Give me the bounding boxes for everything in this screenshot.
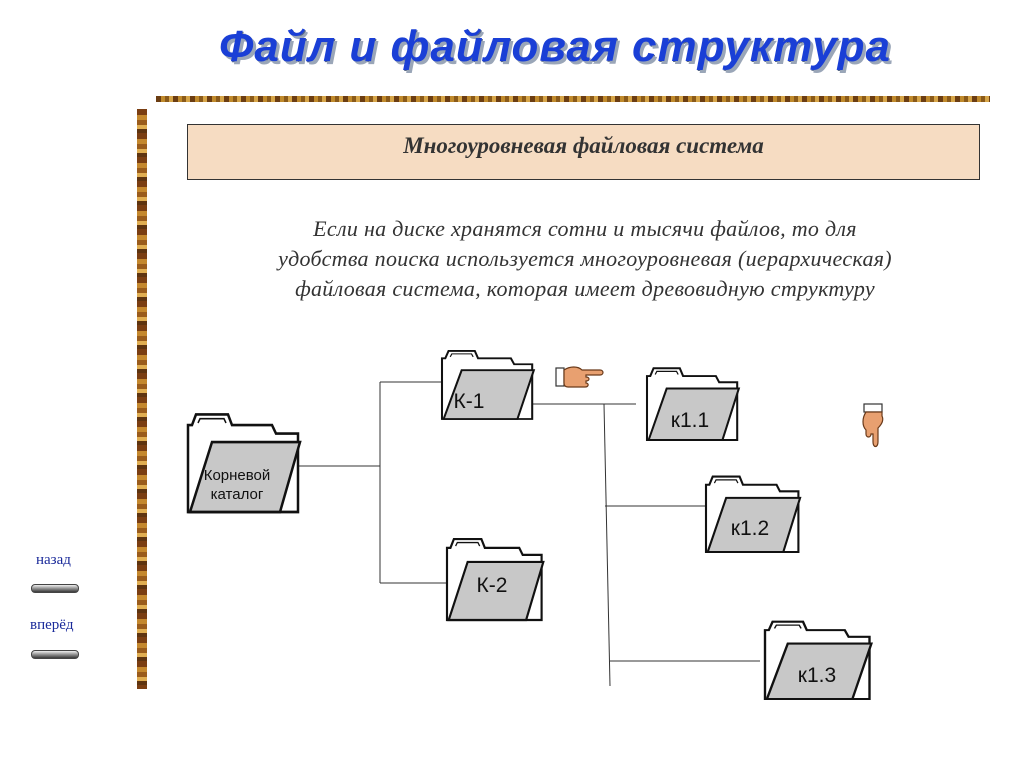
- decorative-horizontal-border: [156, 96, 990, 102]
- folder-root-label-line2: каталог: [211, 486, 264, 503]
- folder-k1-3[interactable]: к1.3: [763, 620, 873, 701]
- folder-k1-label: К-1: [454, 390, 485, 413]
- folder-k2-label: К-2: [477, 574, 508, 597]
- folder-k1-1[interactable]: к1.1: [645, 367, 740, 442]
- folder-root[interactable]: Корневой каталог: [186, 413, 302, 514]
- decorative-vertical-border: [137, 109, 147, 689]
- folder-icon: [763, 620, 873, 701]
- folder-k1-2[interactable]: к1.2: [704, 475, 802, 554]
- back-link[interactable]: назад: [36, 552, 71, 568]
- pointing-hand-down-icon: [862, 403, 884, 448]
- folder-root-label-line1: Корневой: [204, 467, 271, 484]
- folder-k1-2-label: к1.2: [731, 517, 769, 540]
- description-line-2: удобства поиска используется многоуровне…: [278, 246, 892, 271]
- description-line-1: Если на диске хранятся сотни и тысячи фа…: [313, 216, 857, 241]
- back-button[interactable]: [31, 584, 79, 593]
- subtitle: Многоуровневая файловая система: [403, 133, 764, 158]
- forward-button[interactable]: [31, 650, 79, 659]
- folder-icon: [704, 475, 802, 554]
- pointing-hand-right-icon: [555, 366, 604, 388]
- folder-k2[interactable]: К-2: [445, 537, 545, 622]
- forward-link[interactable]: вперёд: [30, 617, 74, 633]
- page-title: Файл и файловая структура: [219, 22, 891, 71]
- subtitle-box: Многоуровневая файловая система: [187, 124, 980, 180]
- folder-k1-3-label: к1.3: [798, 664, 836, 687]
- description-paragraph: Если на диске хранятся сотни и тысячи фа…: [190, 214, 980, 304]
- folder-k1-1-label: к1.1: [671, 409, 709, 432]
- folder-k1[interactable]: К-1: [440, 349, 535, 421]
- description-line-3: файловая система, которая имеет древовид…: [295, 276, 875, 301]
- tree-connectors: [293, 381, 760, 687]
